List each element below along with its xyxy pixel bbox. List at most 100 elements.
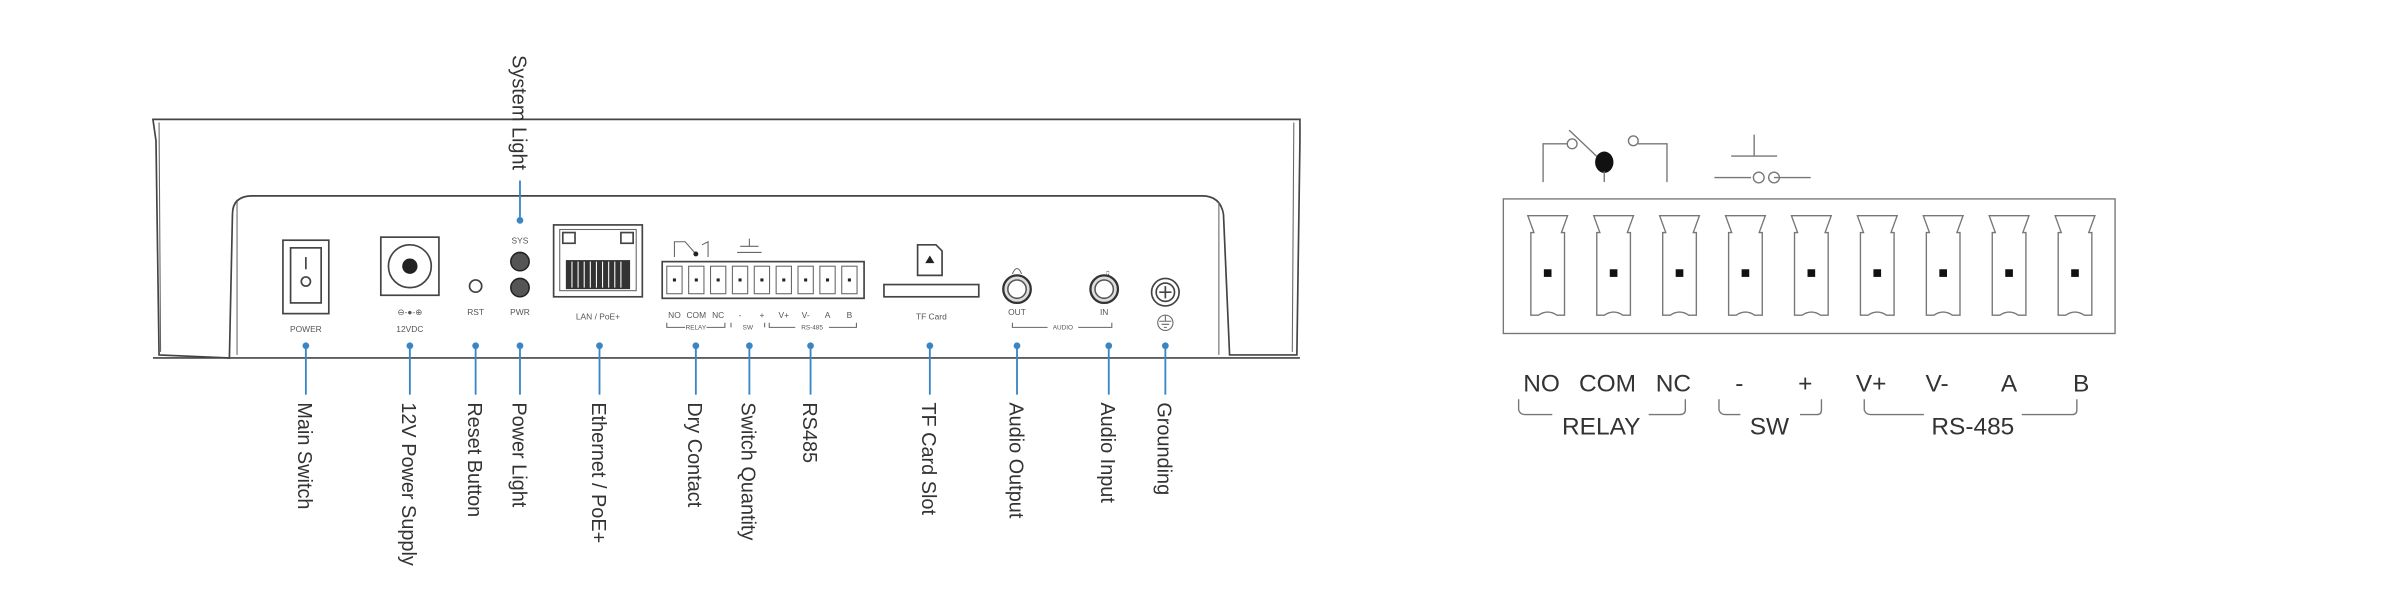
terminal-pin-label: B [2073,371,2089,398]
terminal-pin-label: COM [1579,371,1636,398]
panel-pin [841,265,858,295]
callout-label-rs485: RS485 [798,402,820,463]
switch-symbol [1714,134,1811,184]
terminal-pin-hole [2005,269,2013,277]
panel-pin-hole [782,278,786,282]
terminal-pin-hole [1807,269,1816,277]
panel-pin-label: B [847,310,853,320]
dc-label: 12VDC [396,324,423,334]
terminal-pin [2054,215,2096,316]
rst-label: RST [467,307,484,317]
terminal-pin-label: V+ [1856,371,1887,398]
panel-pin [688,265,705,295]
callout-label-audio-input: Audio Input [1096,402,1118,503]
terminal-pin-hole [2071,269,2079,277]
callout-dot [596,342,603,350]
audio-output-jack [1002,267,1032,305]
terminal-pin [1790,215,1833,316]
device-body [151,118,1301,359]
dc-jack [379,236,440,297]
panel-pin-label: + [759,310,764,320]
panel-pin-hole [847,278,851,282]
ground-terminal [1150,277,1180,331]
callout-dot [1161,342,1169,350]
callout-label-power-supply: 12V Power Supply [397,402,419,566]
callout-label-power-light: Power Light [507,402,529,507]
panel-pin-hole [672,278,676,282]
callout-label-grounding: Grounding [1153,402,1175,495]
panel-pin-hole [825,278,830,282]
panel-pin [819,265,836,295]
tf-label: TF Card [916,312,947,322]
panel-relay-label: RELAY [686,325,707,332]
panel-pin [731,265,749,295]
callout-dot [746,342,753,350]
panel-pin-hole [716,278,720,282]
in-label: IN [1100,307,1108,317]
terminal-pin [1724,215,1767,316]
terminal-pin [1592,215,1635,316]
sys-label: SYS [512,235,529,245]
terminal-pin-label: + [1798,371,1812,398]
panel-sw-label: SW [743,325,754,332]
ethernet-port [552,224,644,298]
rs485-group-label: RS-485 [1931,413,2014,440]
callout-dot [1013,342,1021,350]
lan-label: LAN / PoE+ [576,312,620,322]
terminal-pin-label: NO [1523,371,1560,398]
terminal-pin [1526,215,1569,316]
terminal-pin-label: NC [1656,371,1691,398]
callout-dot [1105,342,1113,350]
panel-pin-label: V- [802,310,810,320]
polarity-symbol: ⊖-●-⊕ [397,307,422,317]
callout-dot [807,342,814,350]
terminal-block [1502,198,2116,335]
terminal-pin-hole [1543,269,1552,277]
panel-pin [797,265,814,295]
callout-dot [302,342,310,350]
panel-pin-hole [694,278,698,282]
panel-pin-label: COM [686,310,706,320]
terminal-pin-hole [1741,269,1750,277]
callout-dot [692,342,700,350]
power-led [510,277,530,298]
callout-label-audio-output: Audio Output [1004,402,1026,518]
panel-pin-label: NC [712,310,724,320]
relay-group-label: RELAY [1562,413,1640,440]
terminal-pin [1988,215,2030,316]
terminal-pin-hole [1675,269,1684,277]
terminal-pin-label: - [1735,371,1743,398]
callout-dot [472,342,479,350]
music-note-icon: ♫ [1104,267,1110,277]
callout-label-reset-button: Reset Button [463,402,485,517]
panel-pin-label: NO [668,310,681,320]
callout-label-tf-card-slot: TF Card Slot [917,402,939,515]
panel-terminal-block [661,238,865,300]
relay-symbol [1542,129,1668,183]
panel-pin-label: - [739,310,742,320]
panel-pin-label: A [825,310,831,320]
terminal-pin [1856,215,1899,316]
callout-label-ethernet: Ethernet / PoE+ [587,402,609,543]
callout-dot [516,216,524,224]
panel-pin [753,265,771,295]
terminal-pin [1658,215,1701,316]
callout-dot [406,342,414,350]
callout-dot [516,342,524,350]
callout-dot [926,342,934,350]
terminal-pin [1922,215,1965,316]
terminal-pin-hole [1873,269,1882,277]
out-label: OUT [1008,307,1026,317]
callout-label-main-switch: Main Switch [293,402,315,509]
panel-pin-hole [804,278,808,282]
panel-pin-label: V+ [779,310,790,320]
pwr-label: PWR [510,307,530,317]
callout-label-dry-contact: Dry Contact [683,402,705,507]
panel-pin [775,265,792,295]
terminal-pin-hole [1609,269,1618,277]
panel-pin-hole [738,278,742,282]
terminal-pin-label: A [2001,371,2018,398]
panel-pin-hole [760,278,764,282]
terminal-pin-hole [1939,269,1947,277]
